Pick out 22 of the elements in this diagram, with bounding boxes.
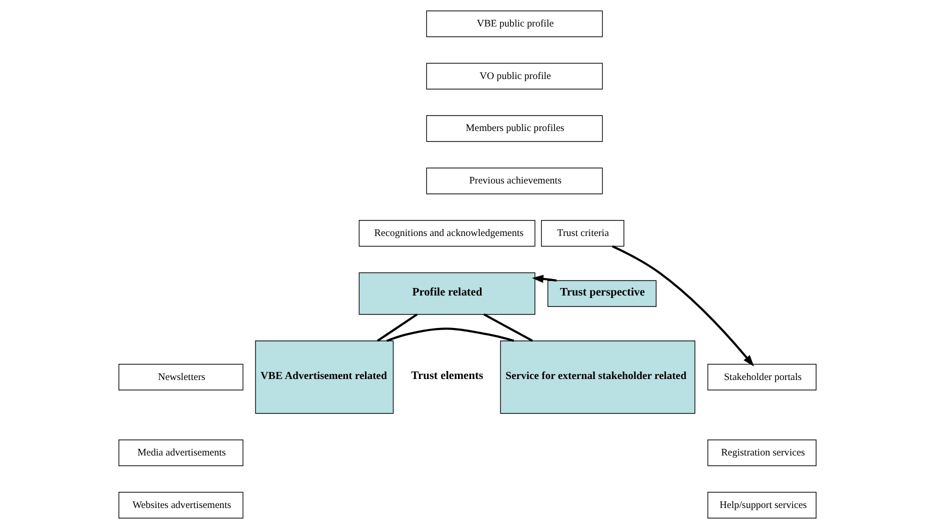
connector xyxy=(376,313,418,342)
node-text: Trust elements xyxy=(410,370,483,382)
node-box: Stakeholder portals xyxy=(706,364,816,390)
node-box: Profile related xyxy=(358,272,535,315)
node-box: Help/support services xyxy=(706,492,816,518)
arrow xyxy=(531,274,556,283)
node-box: Trust perspective xyxy=(546,280,656,307)
node-box: Websites advertisements xyxy=(118,492,243,518)
node-box: Trust criteria xyxy=(540,220,624,247)
node-box: Members public profiles xyxy=(426,115,602,142)
node-box: VO public profile xyxy=(426,62,602,90)
connector xyxy=(482,313,532,342)
node-box: Service for external stakeholder related xyxy=(500,340,695,414)
connector xyxy=(386,328,514,342)
node-box: VBE public profile xyxy=(426,10,602,38)
node-box: VBE Advertisement related xyxy=(254,340,394,414)
node-box: Newsletters xyxy=(118,364,243,390)
node-box: Previous achievements xyxy=(426,168,602,194)
node-box: Registration services xyxy=(706,440,816,466)
arrow xyxy=(611,245,754,366)
node-box: Recognitions and acknowledgements xyxy=(358,220,535,247)
node-box: Media advertisements xyxy=(118,440,243,466)
